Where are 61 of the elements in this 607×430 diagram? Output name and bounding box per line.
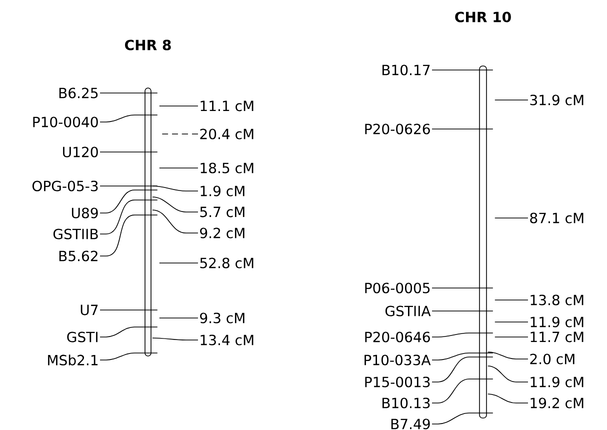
leader-line [100, 190, 158, 214]
distance-label: 13.4 cM [200, 334, 254, 346]
marker-label: OPG-05-3 [32, 180, 98, 192]
leader-line [432, 332, 494, 338]
marker-label: P10-033A [364, 354, 431, 366]
leader-line [159, 262, 198, 264]
leader-line [100, 114, 158, 122]
leader-line [152, 196, 198, 212]
distance-label: 9.2 cM [200, 228, 244, 238]
marker-label: P10-0040 [33, 116, 98, 128]
leader-line [494, 336, 528, 338]
leader-line [488, 394, 528, 404]
marker-label: B6.25 [59, 88, 98, 98]
marker-label: U7 [80, 304, 98, 316]
leader-line [152, 186, 198, 192]
leader-line [100, 200, 158, 234]
marker-label: B10.17 [382, 64, 430, 76]
distance-label: 18.5 cM [200, 162, 254, 174]
marker-label: P06-0005 [365, 282, 430, 294]
marker-label: B10.13 [382, 398, 430, 408]
leader-line [100, 352, 158, 360]
marker-label: GSTIIB [53, 228, 98, 240]
leader-line [432, 310, 494, 312]
leader-line [432, 356, 494, 382]
chromosome-title: CHR 8 [125, 40, 171, 50]
marker-label: P15-0013 [365, 376, 430, 388]
distance-label: 11.7 cM [530, 332, 584, 342]
distance-label: 2.0 cM [530, 354, 574, 364]
marker-label: P20-0626 [365, 124, 430, 134]
leader-line [100, 214, 158, 256]
leader-line [100, 92, 158, 94]
distance-label: 19.2 cM [530, 398, 584, 408]
leader-line [488, 366, 528, 382]
leader-line [100, 326, 158, 338]
marker-label: B7.49 [391, 418, 430, 430]
marker-label: B5.62 [59, 250, 98, 262]
distance-label: 31.9 cM [530, 94, 584, 106]
leader-line [432, 352, 494, 360]
marker-label: MSb2.1 [48, 354, 98, 366]
distance-label: 1.9 cM [200, 186, 244, 196]
leader-line [432, 378, 494, 404]
marker-label: P20-0646 [365, 332, 430, 342]
leader-line [488, 352, 528, 360]
distance-label: 5.7 cM [200, 206, 244, 218]
leader-line [152, 338, 198, 340]
distance-label: 11.9 cM [530, 376, 584, 388]
marker-label: GSTI [67, 332, 98, 342]
distance-label: 52.8 cM [200, 258, 254, 268]
distance-label: 20.4 cM [200, 128, 254, 140]
leader-line [432, 412, 494, 424]
marker-label: U89 [72, 208, 98, 218]
distance-label: 87.1 cM [530, 212, 584, 224]
leader-line [432, 128, 494, 130]
distance-label: 11.1 cM [200, 100, 254, 112]
marker-label: U120 [63, 146, 98, 158]
distance-label: 13.8 cM [530, 294, 584, 306]
chromosome-title: CHR 10 [455, 12, 511, 22]
distance-label: 11.9 cM [530, 316, 584, 328]
marker-label: GSTIIA [385, 306, 431, 316]
distance-label: 9.3 cM [200, 312, 244, 324]
leader-line [152, 210, 198, 234]
